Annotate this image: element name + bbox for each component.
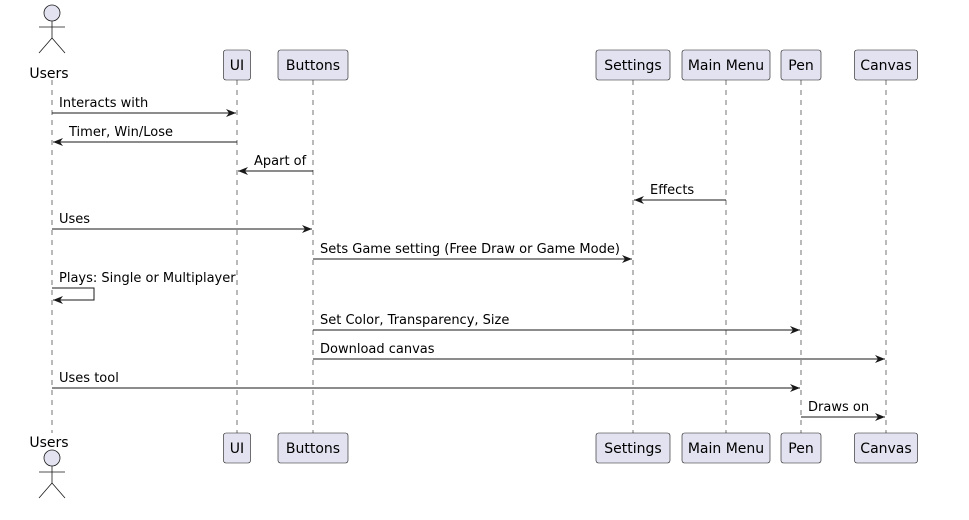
message-label: Uses: [59, 212, 90, 227]
message-label: Effects: [650, 183, 694, 198]
participant-pen-top: Pen: [780, 49, 822, 81]
participant-buttons-top: Buttons: [277, 49, 349, 81]
participant-label: Canvas: [860, 441, 911, 457]
participant-label: Main Menu: [688, 58, 764, 74]
participant-ui-top: UI: [223, 49, 251, 81]
message-label: Interacts with: [59, 96, 148, 111]
participant-buttons-bottom: Buttons: [277, 432, 349, 464]
participant-label: Main Menu: [688, 441, 764, 457]
actor-users-top: Users: [29, 4, 69, 82]
message-label: Apart of: [254, 154, 307, 169]
participant-ui-bottom: UI: [223, 432, 251, 464]
message-label: Sets Game setting (Free Draw or Game Mod…: [320, 242, 620, 257]
message-11: Draws on: [801, 400, 885, 421]
message-label: Uses tool: [59, 371, 119, 386]
self-message-arrow: [52, 287, 95, 304]
actor-users-bottom: Users: [29, 435, 69, 499]
participant-label: UI: [230, 441, 244, 457]
participant-label: Pen: [788, 58, 813, 74]
message-9: Download canvas: [313, 342, 885, 363]
participant-label: UI: [230, 58, 244, 74]
participant-pen-bottom: Pen: [780, 432, 822, 464]
participant-label: Settings: [604, 441, 661, 457]
actor-label: Users: [29, 435, 68, 451]
participant-label: Buttons: [286, 58, 340, 74]
participant-mainmenu-bottom: Main Menu: [681, 432, 771, 464]
participant-mainmenu-top: Main Menu: [681, 49, 771, 81]
participant-label: Canvas: [860, 58, 911, 74]
message-6: Sets Game setting (Free Draw or Game Mod…: [313, 242, 632, 263]
message-label: Download canvas: [320, 342, 435, 357]
message-1: Interacts with: [52, 96, 236, 117]
actor-figure-icon: [38, 4, 66, 54]
message-2: Timer, Win/Lose: [53, 125, 237, 146]
message-10: Uses tool: [52, 371, 800, 392]
participant-canvas-top: Canvas: [854, 49, 918, 81]
message-label: Plays: Single or Multiplayer: [59, 271, 236, 286]
participant-label: Buttons: [286, 441, 340, 457]
message-7: Plays: Single or Multiplayer: [52, 271, 236, 304]
message-label: Set Color, Transparency, Size: [320, 313, 509, 328]
participant-canvas-bottom: Canvas: [854, 432, 918, 464]
message-label: Draws on: [808, 400, 869, 415]
actor-figure-icon: [38, 449, 66, 499]
message-3: Apart of: [238, 154, 313, 175]
message-5: Uses: [52, 212, 312, 233]
participant-settings-top: Settings: [595, 49, 671, 81]
participant-label: Settings: [604, 58, 661, 74]
message-label: Timer, Win/Lose: [68, 125, 173, 140]
participant-settings-bottom: Settings: [595, 432, 671, 464]
actor-label: Users: [29, 66, 68, 82]
message-8: Set Color, Transparency, Size: [313, 313, 800, 334]
participant-label: Pen: [788, 441, 813, 457]
message-4: Effects: [634, 183, 726, 204]
